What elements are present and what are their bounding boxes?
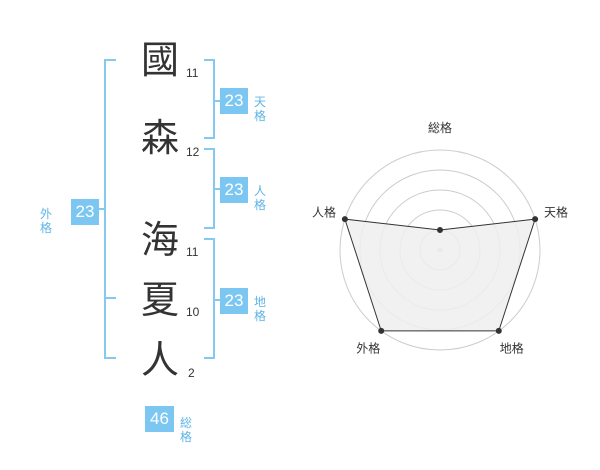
radar-axis-label-3: 地格 [500, 341, 524, 356]
chikaku-bracket [204, 238, 215, 359]
radar-axis-label-1: 総格 [428, 120, 452, 135]
name-char-4: 夏 [140, 278, 179, 322]
radar-axis-label-5: 人格 [312, 204, 336, 219]
gaikaku-value-badge: 23 [71, 199, 99, 225]
radar-point-3 [495, 327, 502, 334]
gaikaku-bracket [104, 59, 116, 359]
chikaku-label: 地格 [254, 295, 267, 323]
radar-axis-label-4: 外格 [356, 341, 380, 356]
radar-axis-label-2: 天格 [544, 204, 568, 219]
tenkaku-value-badge: 23 [220, 88, 248, 114]
name-char-5: 人 [140, 338, 179, 382]
radar-points [341, 216, 539, 334]
radar-grid-ring [339, 149, 541, 351]
name-char-2-strokes: 12 [186, 145, 200, 159]
jinkaku-label: 人格 [254, 184, 267, 212]
jinkaku-bracket [204, 148, 215, 229]
radar-point-4 [378, 327, 385, 334]
radar-point-1 [437, 227, 443, 233]
fortune-brackets [97, 59, 222, 359]
chikaku-value-badge: 23 [220, 288, 248, 314]
name-char-5-strokes: 2 [188, 366, 195, 380]
jinkaku-value-badge: 23 [220, 177, 248, 203]
name-char-1: 國 [140, 38, 179, 82]
tenkaku-label: 天格 [254, 95, 267, 123]
name-char-3-strokes: 11 [186, 245, 199, 259]
radar-area [344, 218, 536, 332]
radar-point-2 [532, 216, 539, 223]
tenkaku-bracket [204, 59, 215, 139]
gaikaku-label: 外格 [40, 207, 53, 235]
soukaku-value-badge: 46 [145, 406, 174, 432]
soukaku-label: 総格 [180, 416, 193, 444]
name-char-2: 森 [140, 116, 179, 160]
name-char-1-strokes: 11 [186, 66, 199, 80]
radar-point-5 [341, 216, 348, 223]
name-char-3: 海 [140, 218, 179, 262]
name-char-4-strokes: 10 [186, 305, 200, 319]
